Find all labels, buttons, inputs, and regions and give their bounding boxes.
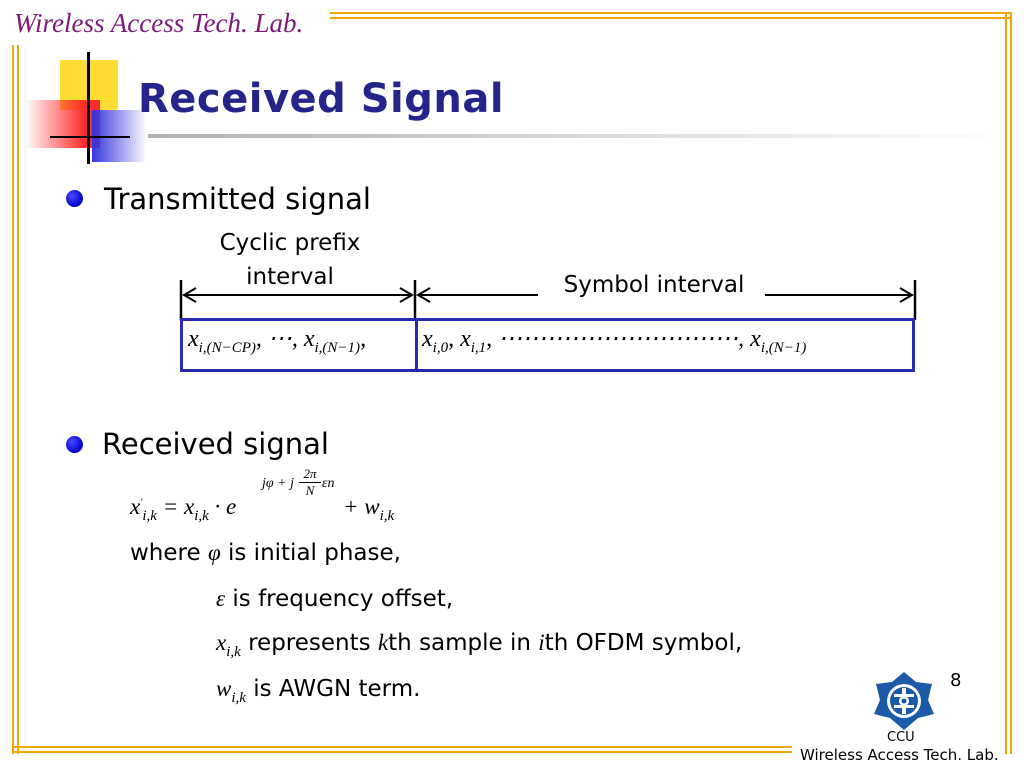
frame-left-line-2 bbox=[17, 45, 19, 754]
symbol-interval-label: Symbol interval bbox=[540, 272, 768, 298]
symbol-box bbox=[412, 318, 915, 372]
frame-bottom-line-2 bbox=[12, 751, 792, 753]
frame-top-line bbox=[330, 12, 1012, 14]
bullet-received-signal: Received signal bbox=[102, 427, 329, 461]
ccu-emblem-icon bbox=[874, 672, 934, 730]
frame-right-line bbox=[1005, 12, 1007, 754]
symbol-cell-content: xi,0, xi,1, ⋯⋯⋯⋯⋯⋯⋯⋯⋯⋯, xi,(N−1) bbox=[422, 326, 807, 356]
lab-name-header: Wireless Access Tech. Lab. bbox=[10, 8, 308, 39]
equation-exponent: jφ + j bbox=[262, 476, 294, 491]
cp-box bbox=[180, 318, 418, 372]
bullet-dot bbox=[66, 436, 83, 453]
exponent-tail: εn bbox=[322, 476, 335, 491]
frame-bottom-line bbox=[12, 746, 792, 748]
frame-right-line-2 bbox=[1010, 12, 1012, 754]
page-number: 8 bbox=[950, 670, 962, 691]
exponent-fraction: 2π N bbox=[299, 466, 321, 499]
org-name: CCU bbox=[887, 730, 915, 745]
received-signal-equation: x'i,k = xi,k · e bbox=[130, 494, 237, 524]
interval-arrows bbox=[179, 280, 917, 320]
page-title: Received Signal bbox=[138, 76, 505, 122]
cp-interval-label-1: Cyclic prefix bbox=[219, 230, 361, 256]
cp-cell-content: xi,(N−CP), ⋯, xi,(N−1), bbox=[188, 326, 367, 356]
definition-w: wi,k is AWGN term. bbox=[216, 676, 421, 706]
definition-epsilon: ε is frequency offset, bbox=[216, 586, 454, 612]
frame-left-line bbox=[12, 45, 14, 754]
bullet-dot bbox=[66, 190, 83, 207]
definition-phi: where φ is initial phase, bbox=[130, 540, 401, 566]
definition-x: xi,k represents kth sample in ith OFDM s… bbox=[216, 630, 743, 660]
cp-interval-label-2: interval bbox=[246, 264, 334, 290]
lab-name-footer: Wireless Access Tech. Lab. bbox=[798, 746, 1001, 764]
bullet-transmitted-signal: Transmitted signal bbox=[104, 182, 371, 216]
noise-term: + wi,k bbox=[343, 494, 395, 524]
frame-top-line-2 bbox=[330, 17, 1012, 19]
